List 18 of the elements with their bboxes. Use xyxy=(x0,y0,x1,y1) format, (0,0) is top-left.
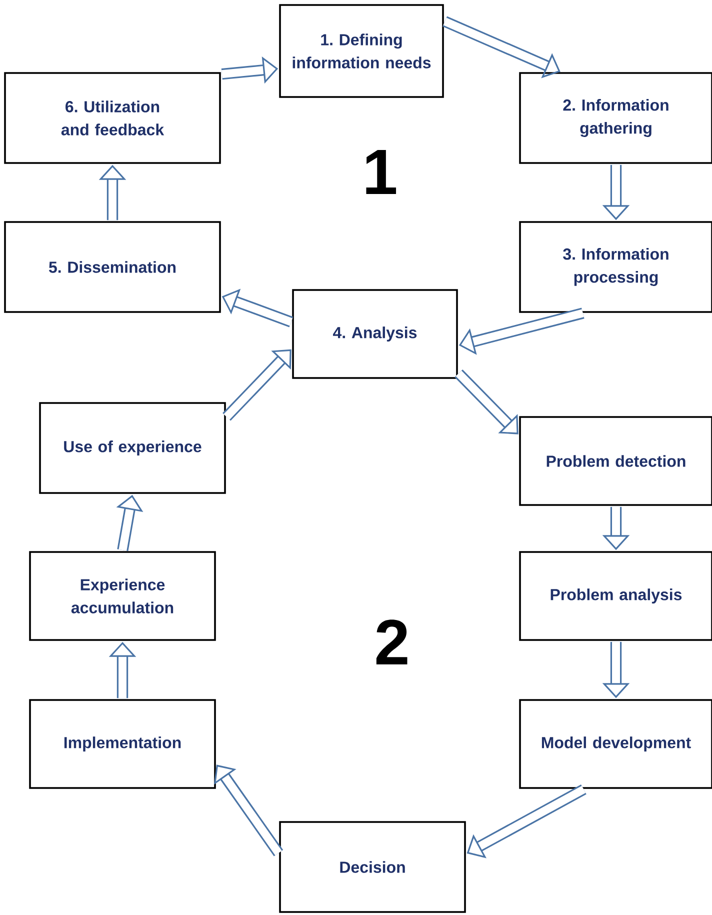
process-box: Use of experience xyxy=(39,402,226,494)
process-box: 5. Dissemination xyxy=(4,221,221,313)
cycle-number: 1 xyxy=(366,150,396,194)
block-arrow xyxy=(222,349,292,421)
process-box: 3. Information processing xyxy=(519,221,712,313)
process-box: 6. Utilization and feedback xyxy=(4,72,221,164)
block-arrow xyxy=(214,764,284,856)
process-box: 4. Analysis xyxy=(292,289,458,379)
process-box: Implementation xyxy=(29,699,216,789)
process-box: Experience accumulation xyxy=(29,551,216,641)
process-box: Problem detection xyxy=(519,416,712,506)
process-box: Decision xyxy=(279,821,466,913)
process-box: 2. Information gathering xyxy=(519,72,712,164)
process-box: Model development xyxy=(519,699,712,789)
cycle-number: 2 xyxy=(376,620,408,664)
process-box: 1. Defining information needs xyxy=(279,4,444,98)
block-arrow xyxy=(454,369,518,434)
process-box: Problem analysis xyxy=(519,551,712,641)
